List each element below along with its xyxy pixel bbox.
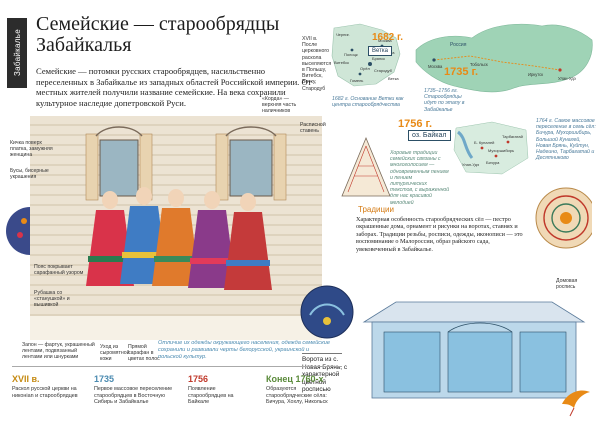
label-shutter: Расписной ставень (300, 122, 326, 135)
mini-map-label: Орёл (360, 66, 371, 71)
label-sarafan: Прямой сарафан в цветах полос (128, 344, 160, 363)
russia-map: Россия Москва Тобольск Иркутск Улан-Удэ (415, 23, 593, 93)
map-label: Тобольск (470, 62, 488, 67)
map-label: Иркутск (528, 72, 543, 77)
mini-map-label: Полоцк (344, 52, 358, 57)
timeline-item: Конец 1760-х Образуются старообрядческие… (266, 374, 340, 406)
lead-paragraph: Семейские — потомки русских старообрядце… (36, 66, 312, 108)
bird-logo-icon (562, 390, 590, 417)
timeline: XVII в. Раскол русской церкви на никонia… (12, 366, 342, 416)
timeline-item: 1735 Первое массовое переселение старооб… (94, 374, 174, 406)
timeline-desc: Образуются старообрядческие сёла: Бичура… (266, 386, 328, 406)
label-belt: Пояс покрывает сарафанный узором (34, 264, 84, 277)
traditions-note: Хоровые традиции семейских связаны с мно… (390, 150, 450, 206)
mini-map-label: Гомель (350, 78, 363, 83)
western-origin-map: Черниг. Москва Полоцк Витебск Брянск Ста… (331, 23, 401, 87)
baikal-map: Б. Куналей Мухоршибирь Тарбагатай Бичура… (453, 121, 529, 175)
note-17c: XVII в. После церковного раскола выселяю… (302, 36, 332, 92)
baikal-box: оз. Байкал (408, 130, 451, 141)
timeline-year: Конец 1760-х (266, 374, 324, 384)
timeline-year: 1735 (94, 374, 115, 384)
timeline-desc: Первое массовое переселение старообрядце… (94, 386, 173, 406)
traditions-heading: Традиции (358, 205, 394, 214)
year-1756: 1756 г. (398, 118, 433, 130)
baikal-label: Мухоршибирь (488, 148, 514, 153)
baikal-label: Б. Куналей (474, 140, 494, 145)
traditions-text: Характерная особенность старообрядческих… (356, 216, 523, 253)
label-korda: «Корда» — верхняя часть наличников (262, 96, 297, 115)
detail-circle-left (6, 207, 30, 255)
mini-map-label: Брянск (372, 56, 385, 61)
page-title: Семейские — старообрядцы Забайкалья (36, 13, 280, 56)
year-1682: 1682 г. (372, 32, 403, 43)
section-tab: Забайкалье (7, 18, 27, 88)
section-tab-label: Забайкалье (12, 29, 22, 77)
painted-pattern (535, 187, 592, 249)
window-right (215, 126, 287, 201)
label-zapon: Запон — фартук, украшенный лентами, подв… (22, 342, 95, 361)
gate-detail-circle (300, 285, 354, 339)
pattern-caption: Домовая роспись (556, 278, 578, 291)
timeline-desc: Раскол русской церкви на никонian и стар… (12, 386, 78, 399)
timeline-item: 1756 Появление старообрядцев на Байкале (188, 374, 250, 406)
vetka-box: Ветка (368, 46, 392, 56)
baikal-label: Бичура (486, 160, 500, 165)
timeline-item: XVII в. Раскол русской церкви на никонia… (12, 374, 82, 399)
baikal-label: Тарбагатай (502, 134, 523, 139)
mini-map-label: Стародуб (374, 68, 393, 73)
baikal-label: Улан-Удэ (462, 162, 479, 167)
map-label: Москва (428, 64, 443, 69)
label-beads: Бусы, бисерные украшения (10, 168, 49, 181)
year-1735: 1735 г. (444, 66, 479, 78)
gate-caption: Ворота из с. Новая Брянь, с характерной … (302, 356, 348, 394)
note-1764: 1764 г. Самое массовое переселение в сем… (536, 118, 596, 162)
mini-map-label: Ветка (388, 76, 399, 81)
timeline-desc: Появление старообрядцев на Байкале (188, 386, 234, 406)
label-shoes: Уход из сыромятной кожи (100, 344, 130, 363)
mini-map-label: Черниг. (336, 32, 350, 37)
note-1735: 1735–1756 гг. Старообрядцы идут по этапу… (424, 88, 465, 113)
map-label: Улан-Удэ (558, 76, 576, 81)
house-illustration (30, 116, 322, 340)
mini-map-label: Витебск (334, 60, 349, 65)
women-figures (86, 187, 272, 290)
gate-illustration (362, 301, 586, 399)
embroidery-cone (341, 136, 391, 197)
clothing-note: Отличие их одежды окружающего населения,… (158, 340, 330, 360)
timeline-year: 1756 (188, 374, 209, 384)
gate-caption-rule (302, 353, 342, 354)
timeline-rule (12, 366, 342, 367)
note-1682: 1682 г. Основание Ветки как центра старо… (332, 96, 404, 109)
mini-map-label: Москва (378, 38, 392, 43)
timeline-year: XVII в. (12, 374, 40, 384)
label-shirt: Рубашка со «станушкой» и вышивкой (34, 290, 70, 309)
map-label: Россия (450, 42, 467, 48)
label-kichka: Кичка поверх платка, замужняя женщина (10, 140, 53, 159)
